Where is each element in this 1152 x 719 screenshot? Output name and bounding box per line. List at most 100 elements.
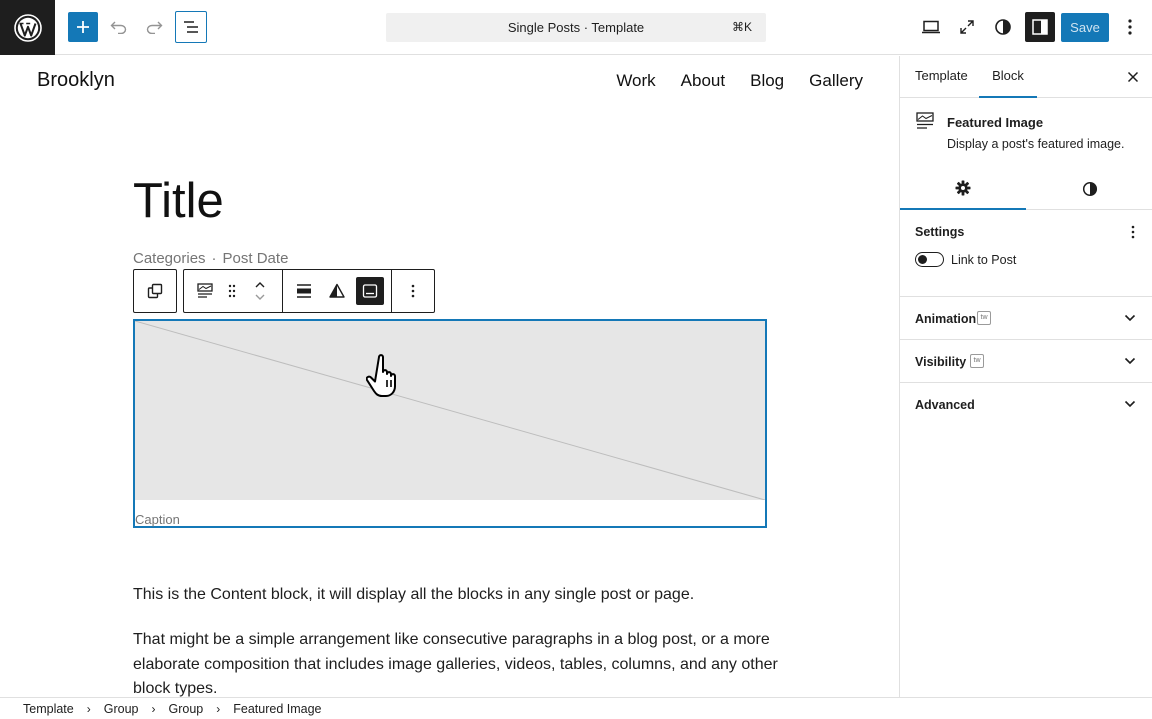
chevron-right-icon: ›: [216, 701, 221, 716]
tab-block[interactable]: Block: [979, 56, 1037, 98]
redo-button[interactable]: [141, 12, 167, 42]
advanced-panel-title: Advanced: [915, 398, 975, 412]
inspector-tabs: [900, 168, 1152, 210]
more-vertical-icon[interactable]: [1130, 224, 1136, 240]
sidebar-icon: [1032, 19, 1048, 35]
expand-icon: [960, 20, 974, 34]
tab-settings[interactable]: [900, 168, 1026, 210]
site-title[interactable]: Brooklyn: [37, 69, 115, 91]
styles-button[interactable]: [990, 13, 1016, 41]
drag-handle[interactable]: [226, 270, 238, 312]
settings-panel: Settings Link to Post: [900, 210, 1152, 297]
align-button[interactable]: [283, 270, 325, 312]
tab-styles[interactable]: [1027, 168, 1152, 210]
animation-panel-title: Animation: [915, 312, 977, 326]
close-sidebar-button[interactable]: [1124, 68, 1142, 86]
placeholder-diagonal-icon: [134, 320, 766, 501]
post-meta: Categories · Post Date: [133, 250, 288, 267]
command-palette-bar[interactable]: Single Posts · Template ⌘K: [386, 13, 766, 42]
duotone-icon: [329, 283, 345, 298]
save-button[interactable]: Save: [1061, 13, 1109, 42]
wordpress-logo-icon[interactable]: [0, 0, 55, 55]
contrast-icon: [995, 19, 1011, 35]
link-to-post-toggle[interactable]: [915, 252, 944, 267]
featured-image-block[interactable]: Caption: [133, 319, 767, 528]
link-to-post-label: Link to Post: [951, 253, 1017, 267]
hand-pointer-cursor-icon: [366, 354, 396, 397]
redo-icon: [146, 21, 163, 34]
meta-separator: ·: [211, 250, 217, 267]
contrast-icon: [1082, 181, 1098, 197]
settings-sidebar-button[interactable]: [1025, 12, 1055, 42]
move-buttons: [238, 270, 282, 312]
breadcrumb-item[interactable]: Group: [168, 701, 204, 716]
breadcrumb-item-current: Featured Image: [233, 701, 322, 716]
chevron-down-icon: [1124, 357, 1136, 365]
undo-icon: [110, 21, 127, 34]
nav-item-blog[interactable]: Blog: [750, 71, 785, 90]
laptop-icon: [922, 20, 940, 34]
chevron-right-icon: ›: [86, 701, 91, 716]
gear-icon: [955, 180, 971, 196]
toggle-knob: [918, 255, 927, 264]
block-type-button[interactable]: [184, 270, 226, 312]
post-title[interactable]: Title: [133, 174, 224, 228]
document-title: Single Posts · Template: [507, 20, 645, 35]
sidebar-tabs: Template Block: [900, 56, 1152, 98]
chevron-down-icon: [1124, 314, 1136, 322]
document-overview-button[interactable]: [175, 11, 207, 43]
drag-handle-icon: [228, 284, 236, 298]
add-block-button[interactable]: [68, 12, 98, 42]
settings-panel-title: Settings: [915, 225, 965, 239]
breadcrumb-item[interactable]: Group: [103, 701, 139, 716]
content-paragraph[interactable]: This is the Content block, it will displ…: [133, 586, 695, 603]
nav-item-gallery[interactable]: Gallery: [809, 71, 863, 90]
tab-template[interactable]: Template: [915, 68, 968, 83]
parent-block-icon: [147, 283, 163, 299]
post-date[interactable]: Post Date: [222, 250, 289, 267]
site-navigation[interactable]: Work About Blog Gallery: [616, 71, 863, 91]
more-vertical-icon: [411, 284, 415, 298]
keyboard-shortcut: ⌘K: [731, 20, 752, 34]
plus-icon: [77, 21, 89, 33]
list-view-icon: [184, 21, 198, 33]
chevron-up-icon[interactable]: [254, 281, 266, 289]
block-breadcrumb: Template › Group › Group › Featured Imag…: [0, 697, 1152, 719]
chevron-down-icon: [1124, 400, 1136, 408]
caption-button[interactable]: [349, 270, 391, 312]
block-card-title: Featured Image: [947, 115, 1044, 130]
fullscreen-button[interactable]: [954, 13, 980, 41]
block-toolbar: [133, 269, 435, 313]
nav-item-about[interactable]: About: [680, 71, 726, 90]
advanced-panel[interactable]: Advanced: [900, 383, 1152, 426]
block-card: Featured Image Display a post's featured…: [900, 98, 1152, 168]
close-icon: [1127, 71, 1139, 83]
nav-item-work[interactable]: Work: [616, 71, 656, 90]
undo-button[interactable]: [106, 12, 132, 42]
duotone-button[interactable]: [325, 270, 349, 312]
more-vertical-icon: [1128, 19, 1132, 35]
chevron-down-icon[interactable]: [254, 293, 266, 301]
settings-sidebar: Template Block Featured Image Display a …: [899, 56, 1152, 697]
post-categories[interactable]: Categories: [133, 250, 206, 267]
image-placeholder[interactable]: [134, 320, 766, 501]
block-card-description: Display a post's featured image.: [947, 137, 1125, 151]
caption-icon: [362, 284, 378, 298]
options-button[interactable]: [1118, 13, 1142, 41]
editor-header: Single Posts · Template ⌘K Save: [0, 0, 1152, 55]
animation-panel[interactable]: Animation tw: [900, 297, 1152, 340]
block-options-button[interactable]: [392, 270, 434, 312]
device-preview-button[interactable]: [918, 13, 944, 41]
caption-toggle-active[interactable]: [356, 277, 384, 305]
visibility-panel-title: Visibility: [915, 355, 967, 369]
tw-badge: tw: [977, 311, 991, 325]
editor-canvas[interactable]: Brooklyn Work About Blog Gallery Title C…: [0, 56, 899, 697]
featured-image-icon: [197, 283, 213, 298]
caption-input[interactable]: Caption: [135, 512, 180, 527]
content-paragraph[interactable]: That might be a simple arrangement like …: [133, 631, 778, 697]
select-parent-button[interactable]: [133, 269, 177, 313]
visibility-panel[interactable]: Visibility tw: [900, 340, 1152, 383]
align-wide-icon: [297, 284, 311, 298]
block-toolbar-main: [183, 269, 435, 313]
breadcrumb-item[interactable]: Template: [23, 701, 74, 716]
